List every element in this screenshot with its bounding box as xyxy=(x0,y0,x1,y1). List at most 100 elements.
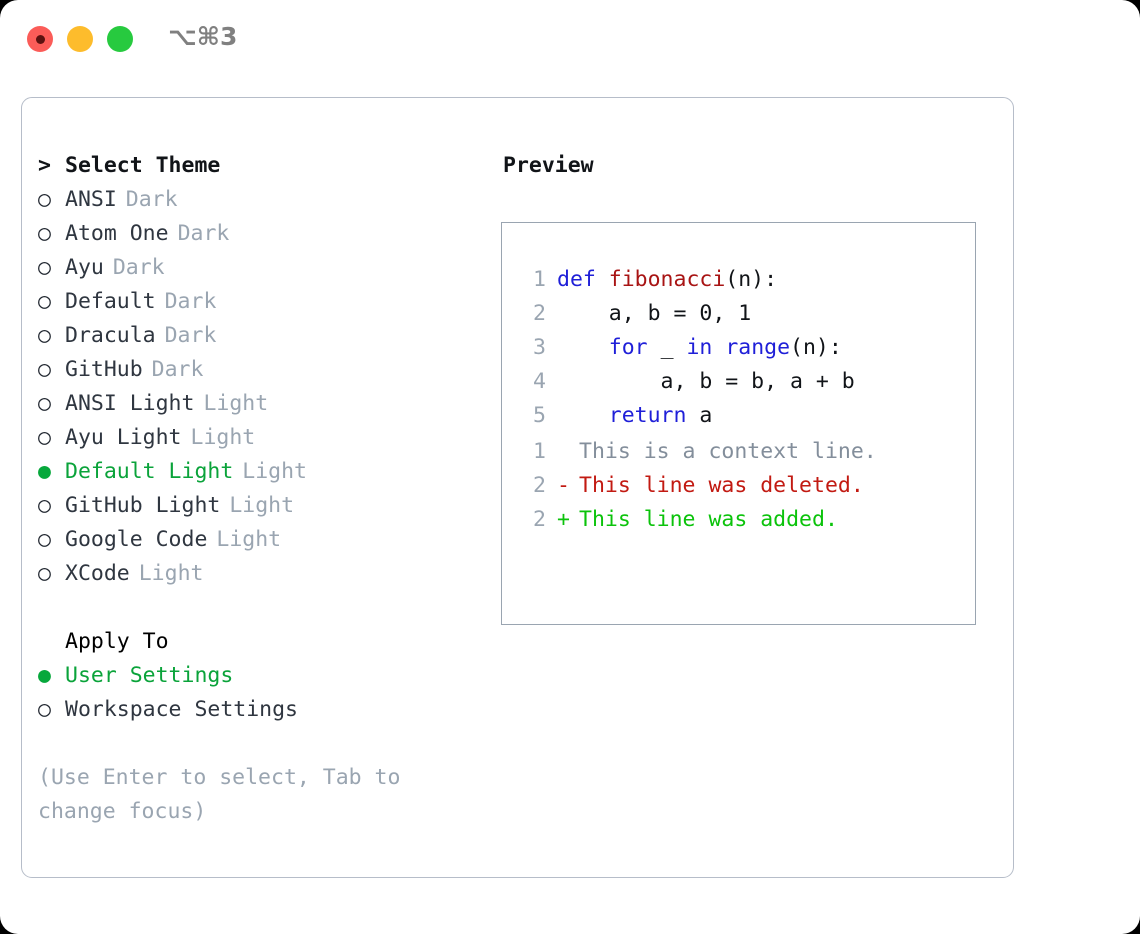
theme-list-item[interactable]: ○ ANSI Dark xyxy=(38,183,498,217)
apply-to-bullet-placeholder xyxy=(38,625,65,659)
theme-name-label: Atom One xyxy=(65,221,169,246)
code-token: return xyxy=(608,403,687,428)
line-number: 2 xyxy=(533,507,546,532)
list-spacer xyxy=(38,591,498,625)
line-number: 2 xyxy=(533,473,546,498)
apply-to-header-label: Apply To xyxy=(65,629,169,654)
code-token xyxy=(557,403,609,428)
theme-list-item[interactable]: ○ ANSI Light Light xyxy=(38,387,498,421)
code-token: def xyxy=(557,267,609,292)
line-number: 2 xyxy=(533,301,546,326)
theme-variant-tag: Light xyxy=(203,391,269,416)
line-number: 5 xyxy=(533,403,546,428)
line-number: 3 xyxy=(533,335,546,360)
radio-unselected-icon[interactable]: ○ xyxy=(38,187,51,212)
radio-unselected-icon[interactable]: ○ xyxy=(38,357,51,382)
radio-unselected-icon[interactable]: ○ xyxy=(38,697,51,722)
theme-name-label: GitHub Light xyxy=(65,493,221,518)
radio-unselected-icon[interactable]: ○ xyxy=(38,289,51,314)
maximize-button[interactable] xyxy=(107,26,133,52)
radio-selected-icon[interactable]: ● xyxy=(38,663,51,688)
code-token: _ xyxy=(647,335,687,360)
theme-variant-tag: Light xyxy=(242,459,308,484)
theme-variant-tag: Light xyxy=(229,493,295,518)
radio-unselected-icon[interactable]: ○ xyxy=(38,391,51,416)
close-button[interactable] xyxy=(27,26,53,52)
theme-name-label: Ayu Light xyxy=(65,425,182,450)
theme-name-label: Google Code xyxy=(65,527,208,552)
theme-list-item[interactable]: ○ GitHub Dark xyxy=(38,353,498,387)
radio-unselected-icon[interactable]: ○ xyxy=(38,221,51,246)
theme-name-label: XCode xyxy=(65,561,130,586)
theme-name-label: Ayu xyxy=(65,255,104,280)
theme-list-item[interactable]: ○ Ayu Light Light xyxy=(38,421,498,455)
theme-name-label: Dracula xyxy=(65,323,156,348)
radio-unselected-icon[interactable]: ○ xyxy=(38,323,51,348)
code-token: range xyxy=(725,335,791,360)
diff-sign: - xyxy=(557,473,570,498)
theme-name-label: GitHub xyxy=(65,357,143,382)
line-number: 4 xyxy=(533,369,546,394)
diff-text: This line was added. xyxy=(579,507,838,532)
radio-unselected-icon[interactable]: ○ xyxy=(38,493,51,518)
diff-sign: + xyxy=(557,507,570,532)
keyboard-hint-text: (Use Enter to select, Tab to change focu… xyxy=(38,765,401,824)
theme-list-item[interactable]: ○ Google Code Light xyxy=(38,523,498,557)
diff-text: This is a context line. xyxy=(579,439,877,464)
code-line: 5 return a xyxy=(518,399,969,433)
radio-unselected-icon[interactable]: ○ xyxy=(38,255,51,280)
theme-variant-tag: Light xyxy=(190,425,256,450)
apply-to-item[interactable]: ● User Settings xyxy=(38,659,498,693)
code-token xyxy=(557,335,609,360)
title-bar: ⌥⌘3 xyxy=(0,0,1140,80)
code-token: a xyxy=(686,403,713,428)
apply-to-label: User Settings xyxy=(65,663,234,688)
theme-list-item[interactable]: ○ Dracula Dark xyxy=(38,319,498,353)
radio-unselected-icon[interactable]: ○ xyxy=(38,425,51,450)
radio-selected-icon[interactable]: ● xyxy=(38,459,51,484)
theme-variant-tag: Dark xyxy=(151,357,204,382)
apply-to-item[interactable]: ○ Workspace Settings xyxy=(38,693,498,727)
diff-line: 2-This line was deleted. xyxy=(518,469,969,503)
radio-unselected-icon[interactable]: ○ xyxy=(38,527,51,552)
keyboard-shortcut-label: ⌥⌘3 xyxy=(168,22,238,51)
line-number: 1 xyxy=(533,267,546,292)
theme-name-label: ANSI xyxy=(65,187,117,212)
code-token: a, b = 0, 1 xyxy=(557,301,752,326)
diff-line: 1 This is a context line. xyxy=(518,435,969,469)
select-theme-header: > Select Theme xyxy=(38,149,498,183)
code-token: for xyxy=(608,335,648,360)
code-token: in xyxy=(686,335,713,360)
theme-list-item[interactable]: ○ GitHub Light Light xyxy=(38,489,498,523)
code-token: (n): xyxy=(790,335,842,360)
theme-name-label: ANSI Light xyxy=(65,391,195,416)
apply-to-label: Workspace Settings xyxy=(65,697,298,722)
theme-variant-tag: Dark xyxy=(125,187,178,212)
diff-text: This line was deleted. xyxy=(579,473,864,498)
theme-variant-tag: Dark xyxy=(164,323,217,348)
theme-variant-tag: Dark xyxy=(164,289,217,314)
code-line: 3 for _ in range(n): xyxy=(518,331,969,365)
theme-variant-tag: Dark xyxy=(112,255,165,280)
theme-variant-tag: Light xyxy=(216,527,282,552)
line-number: 1 xyxy=(533,439,546,464)
diff-line: 2 + This line was added. xyxy=(518,503,969,537)
radio-unselected-icon[interactable]: ○ xyxy=(38,561,51,586)
traffic-lights xyxy=(27,26,133,52)
theme-list-item[interactable]: ○ Ayu Dark xyxy=(38,251,498,285)
code-token xyxy=(712,335,725,360)
select-theme-header-label: Select Theme xyxy=(65,153,221,178)
minimize-button[interactable] xyxy=(67,26,93,52)
code-token: (n): xyxy=(725,267,778,292)
